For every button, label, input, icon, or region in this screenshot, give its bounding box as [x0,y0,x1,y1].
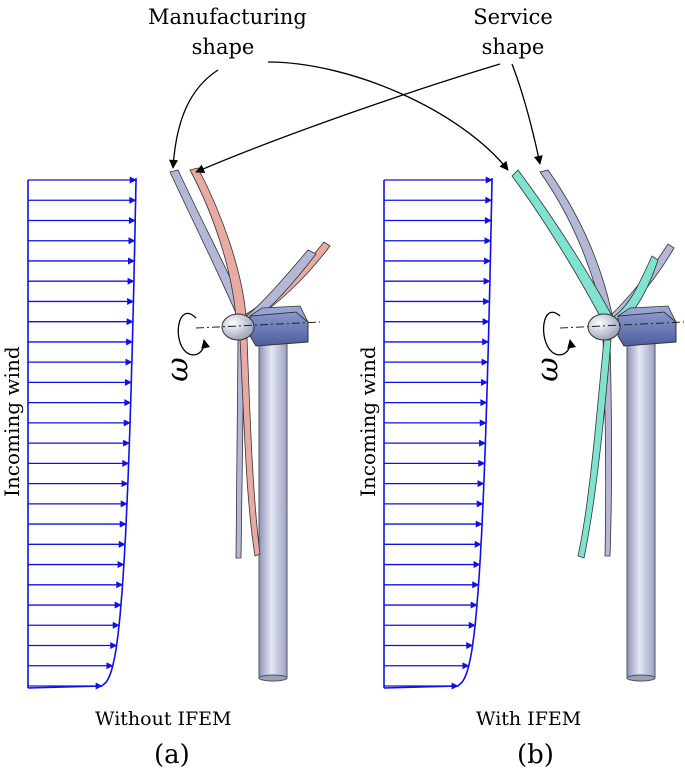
rotor-axis-b [559,321,685,329]
blade-up-rigid-b [539,169,613,319]
blade-up-service-b [511,169,613,321]
service-label-line-2: shape [481,35,545,59]
wind-arrows-a [28,176,137,690]
wind-arrows-b [384,176,493,690]
omega-symbol-a: ω [160,357,196,382]
leader-arrows [169,61,543,173]
panel-tag-b: (b) [517,740,554,770]
rotor-axis-a [195,321,321,329]
blade-up-manufacturing-a [189,167,247,319]
turbine-b [511,169,685,682]
nacelle-top-a [249,305,309,323]
manufacturing-shape-label: Manufacturing shape [148,2,307,62]
nacelle-b [617,311,677,347]
tower-base-a [258,674,288,682]
wind-envelope-a [27,178,137,689]
turbine-a [169,167,331,682]
hub-b [587,313,621,341]
incoming-wind-label-a: Incoming wind [0,346,24,497]
rotation-arrow-a [177,312,210,356]
nacelle-top-b [617,305,677,323]
manufacturing-label-line-2: shape [191,35,255,59]
caption-b: With IFEM [476,708,582,730]
service-shape-label: Service shape [458,2,568,62]
omega-symbol-b: ω [530,357,566,382]
service-label-line-1: Service [473,5,553,29]
blade-down-service-b [577,339,612,559]
tower-b [626,337,656,679]
panel-tag-a: (a) [154,740,190,770]
manufacturing-label-line-1: Manufacturing [148,5,307,29]
service-to-a-arrow [195,63,501,173]
caption-a: Without IFEM [95,708,232,730]
blade-down-manufacturing-a [239,337,261,557]
wind-profile-b [383,176,493,690]
tower-base-b [626,674,656,682]
rotation-arrow-b [542,311,576,356]
hub-a [221,313,255,341]
manufacturing-to-b-arrow [267,61,509,171]
incoming-wind-label-b: Incoming wind [356,346,380,497]
wind-profile-a [27,176,137,690]
service-to-b-arrow [511,63,543,165]
wind-envelope-b [383,178,493,689]
tower-a [258,337,288,679]
manufacturing-to-a-arrow [169,69,219,169]
nacelle-a [249,311,309,347]
